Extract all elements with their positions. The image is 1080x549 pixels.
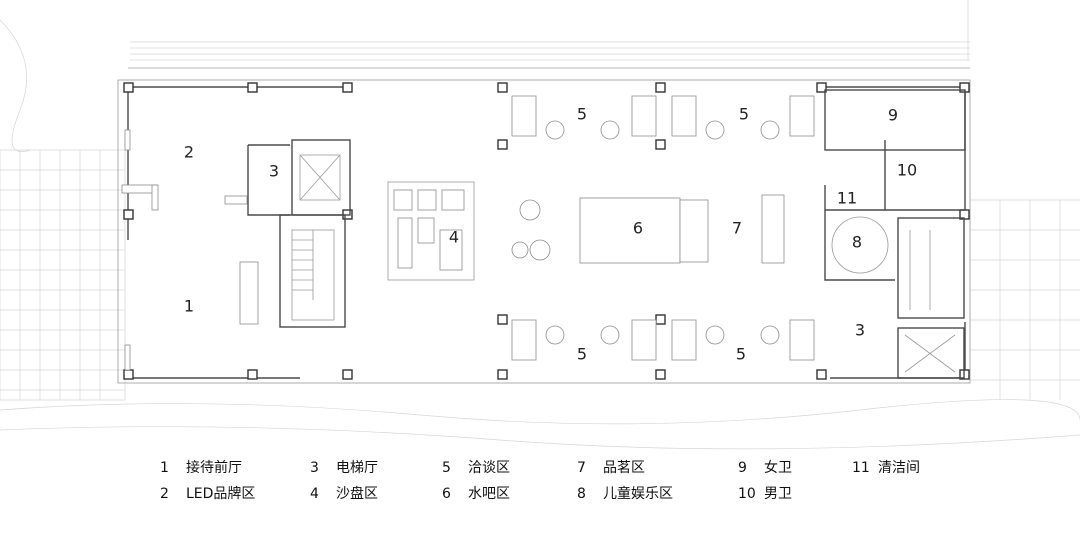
zone-label-2: 2: [184, 143, 194, 162]
legend-num: 6: [442, 486, 451, 502]
negotiation-furniture: [511, 95, 815, 361]
legend-text: 女卫: [764, 460, 792, 476]
legend-num: 2: [160, 486, 169, 502]
legend-item-1: 1 接待前厅: [160, 457, 242, 477]
legend-text: 儿童娱乐区: [603, 486, 673, 502]
legend-text: 电梯厅: [336, 460, 378, 476]
legend-item-4: 4 沙盘区: [310, 483, 378, 503]
legend-text: LED品牌区: [186, 486, 256, 502]
legend-text: 水吧区: [468, 486, 510, 502]
zone-label-5-bottom-right: 5: [736, 345, 746, 364]
legend-num: 11: [852, 460, 870, 476]
zone-label-8: 8: [852, 233, 862, 252]
legend-num: 9: [738, 460, 747, 476]
right-core: [824, 89, 966, 379]
zone-label-4: 4: [449, 228, 459, 247]
legend-item-6: 6 水吧区: [442, 483, 510, 503]
zone-label-7: 7: [732, 219, 742, 238]
legend-item-11: 11 清洁间: [852, 457, 920, 477]
zone-label-10: 10: [897, 161, 917, 180]
legend-item-2: 2 LED品牌区: [160, 483, 255, 503]
zone-label-6: 6: [633, 219, 643, 238]
zone-label-11: 11: [837, 189, 857, 208]
zone-label-1: 1: [184, 297, 194, 316]
legend-num: 10: [738, 486, 756, 502]
zone-label-9: 9: [888, 106, 898, 125]
legend-text: 洽谈区: [468, 460, 510, 476]
zone-label-3-left: 3: [269, 162, 279, 181]
legend-item-7: 7 品茗区: [577, 457, 645, 477]
zone-labels: 1 2 3 3 4 5 5 5 5 6 7 8 9 10 11: [184, 105, 917, 364]
outer-walls: [117, 67, 971, 384]
sandbox-model: [387, 181, 475, 281]
legend-text: 清洁间: [878, 460, 920, 476]
background-context: [0, 0, 1080, 450]
legend-item-5: 5 洽谈区: [442, 457, 510, 477]
bar-furniture: [511, 194, 785, 264]
legend-num: 7: [577, 460, 586, 476]
legend-num: 4: [310, 486, 319, 502]
led-wall: [121, 129, 159, 371]
legend-item-3: 3 电梯厅: [310, 457, 378, 477]
legend-num: 3: [310, 460, 319, 476]
legend-text: 男卫: [764, 486, 792, 502]
legend-item-9: 9 女卫: [738, 457, 792, 477]
legend-text: 品茗区: [603, 460, 645, 476]
legend-item-8: 8 儿童娱乐区: [577, 483, 673, 503]
legend-text: 接待前厅: [186, 460, 242, 476]
legend-num: 5: [442, 460, 451, 476]
zone-label-5-top-left: 5: [577, 105, 587, 124]
left-core: [224, 139, 351, 328]
legend-item-10: 10 男卫: [738, 483, 792, 503]
legend-num: 8: [577, 486, 586, 502]
zone-label-5-top-right: 5: [739, 105, 749, 124]
zone-label-5-bottom-left: 5: [577, 345, 587, 364]
legend-text: 沙盘区: [336, 486, 378, 502]
legend: 1 接待前厅 2 LED品牌区 3 电梯厅 4 沙盘区 5 洽谈区 6 水吧区 7 品茗区 8…: [150, 455, 970, 507]
zone-label-3-right: 3: [855, 321, 865, 340]
legend-num: 1: [160, 460, 169, 476]
